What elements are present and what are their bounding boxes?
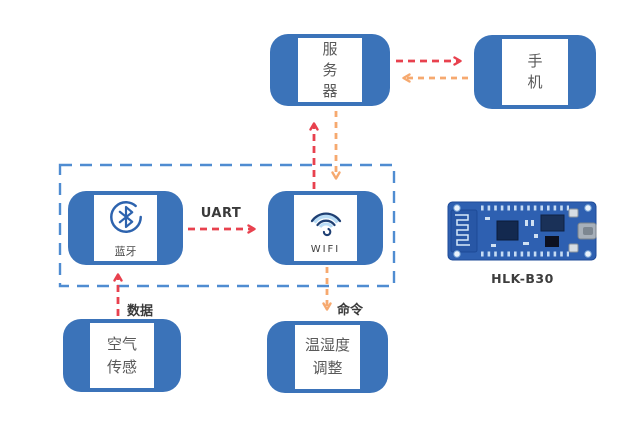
wifi-icon [304, 202, 348, 242]
uart-label: UART [200, 206, 242, 221]
node-bluetooth: 蓝牙 [68, 191, 183, 265]
node-air-sensor: 空气传感 [63, 319, 181, 392]
node-phone: 手机 [474, 35, 596, 109]
node-wifi-label: WIFI [310, 243, 341, 255]
node-temp-adjust-label: 温湿度调整 [304, 336, 350, 377]
node-server-label: 服务器 [322, 39, 338, 100]
gateway-boundary [58, 163, 396, 288]
hlk-b30-caption: HLK-B30 [491, 271, 554, 286]
node-server: 服务器 [270, 34, 390, 106]
node-temp-adjust: 温湿度调整 [267, 321, 388, 393]
node-phone-label: 手机 [527, 52, 543, 91]
node-air-sensor-label: 空气传感 [106, 334, 137, 376]
node-wifi: WIFI [268, 191, 383, 265]
command-label: 命令 [337, 303, 364, 318]
hlk-b30-board-image [447, 200, 598, 262]
bluetooth-icon [107, 198, 145, 240]
node-bluetooth-label: 蓝牙 [114, 244, 137, 258]
data-label: 数据 [127, 304, 154, 319]
